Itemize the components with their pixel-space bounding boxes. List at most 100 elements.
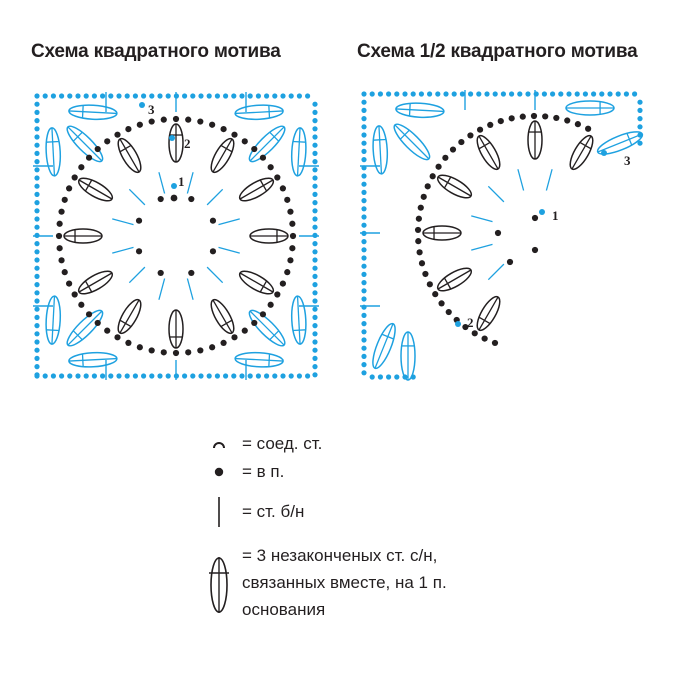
chain-stitch (185, 349, 192, 356)
chain-stitch (34, 216, 40, 222)
single-crochet (487, 263, 505, 281)
outer-cluster (66, 125, 104, 163)
chain-stitch (61, 269, 68, 276)
chain-stitch (182, 93, 188, 99)
cluster-stitch (569, 134, 594, 171)
chain-stitch (467, 132, 474, 139)
chain-stitch (34, 175, 40, 181)
chain-stitch (361, 181, 367, 187)
legend-text-chain: = в п. (242, 462, 285, 481)
chain-stitch (214, 373, 220, 379)
chain-stitch (361, 321, 367, 327)
chain-stitch (361, 214, 367, 220)
chain-stitch (91, 93, 97, 99)
chain-stitch (517, 91, 523, 97)
chain-stitch (458, 138, 465, 146)
chain-stitch (149, 93, 155, 99)
chain-stitch (386, 374, 392, 380)
chain-stitch (305, 93, 311, 99)
chain-stitch (312, 134, 318, 140)
chain-stitch (251, 145, 258, 153)
chain-stitch (188, 195, 195, 203)
chain-stitch (494, 229, 502, 237)
chain-stitch (591, 91, 597, 97)
chain-stitch (424, 183, 431, 190)
chain-stitch (530, 112, 538, 120)
chain-stitch (361, 124, 367, 130)
chain-stitch (34, 323, 40, 329)
chain-stitch (124, 93, 130, 99)
chain-stitch (34, 142, 40, 148)
chain-stitch (519, 113, 526, 120)
chain-stitch (85, 154, 93, 161)
chain-stitch (312, 282, 318, 288)
chain-stitch (34, 298, 40, 304)
chain-stitch (420, 193, 427, 200)
chain-stitch (607, 91, 613, 97)
chain-stitch (361, 206, 367, 212)
chain-stitch (50, 93, 57, 99)
chain-stitch (198, 93, 204, 99)
outer-cluster (234, 351, 284, 368)
chain-stitch (377, 374, 383, 380)
chain-stitch (361, 312, 367, 318)
chain-stitch (34, 339, 40, 345)
chain-stitch (361, 157, 367, 163)
chain-stitch (274, 291, 281, 298)
chain-stitch (206, 93, 212, 99)
chain-stitch (264, 93, 270, 99)
chain-stitch (42, 93, 48, 99)
chain-stitch (500, 91, 506, 97)
chain-stitch (541, 91, 548, 97)
chain-stitch (435, 163, 442, 170)
chain-stitch (361, 189, 367, 195)
legend-text-single-crochet: = ст. б/н (242, 502, 305, 521)
chain-stitch (34, 224, 40, 230)
chain-stitch (34, 347, 40, 353)
chain-stitch (564, 117, 571, 124)
cluster-stitch (476, 134, 501, 171)
outer-cluster (395, 102, 445, 119)
legend-text-cluster-line-2: связанных вместе, на 1 п. (242, 573, 447, 592)
chain-stitch (104, 327, 111, 334)
cluster-stitch (238, 270, 275, 295)
outer-cluster (66, 309, 104, 347)
chain-stitch (94, 319, 101, 327)
chain-stitch (100, 373, 106, 379)
chain-stitch (71, 291, 78, 298)
chain-stitch (312, 355, 318, 361)
chain-stitch (476, 91, 482, 97)
chain-stitch (361, 329, 367, 335)
chain-stitch (220, 339, 227, 346)
cluster-stitch (117, 298, 142, 335)
chain-stitch (197, 347, 204, 354)
cluster-stitch (168, 309, 184, 349)
chain-stitch (296, 373, 302, 379)
chain-stitch (468, 91, 474, 97)
chain-stitch (67, 373, 73, 379)
chain-stitch (312, 191, 318, 197)
chain-stitch (312, 118, 318, 124)
right-diagram-title: Схема 1/2 квадратного мотива (357, 41, 638, 62)
chain-stitch (361, 91, 367, 97)
chain-stitch (361, 140, 367, 146)
chain-stitch (34, 200, 40, 206)
chain-stitch (531, 246, 539, 254)
chain-stitch (34, 150, 40, 156)
chain-stitch (160, 349, 167, 356)
legend-text-cluster-line-1: = 3 незаконченых ст. с/н, (242, 546, 438, 565)
single-crochet (112, 218, 134, 226)
chain-stitch (66, 185, 73, 192)
chain-stitch (491, 339, 499, 347)
outer-cluster (596, 131, 644, 155)
row-3-marker: 3 (148, 102, 155, 117)
chain-stitch (582, 91, 589, 97)
chain-stitch (198, 373, 204, 379)
row-start-marker (139, 102, 145, 108)
cluster-3dc-icon (209, 557, 229, 613)
cluster-stitch (77, 270, 114, 295)
chain-stitch (223, 93, 229, 99)
chain-stitch (157, 373, 163, 379)
outer-cluster (393, 123, 431, 161)
chain-stitch (255, 373, 261, 379)
